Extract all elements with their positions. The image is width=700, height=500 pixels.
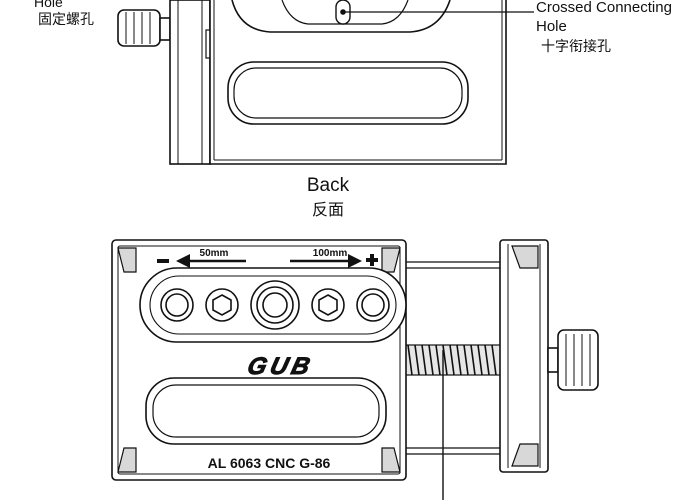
arrow-left-head-icon (176, 254, 190, 268)
minus-sign-mark (157, 259, 169, 263)
front-lower-slot (145, 377, 387, 445)
model-label: AL 6063 CNC G-86 (208, 455, 331, 471)
crossed-hole-label-line1: Crossed Connecting (536, 0, 672, 16)
round-hole-right (356, 288, 390, 322)
back-main-block (209, 0, 507, 165)
hex-hole-right (311, 288, 345, 322)
front-clamp-knob (547, 329, 599, 391)
brand-logo: GUB (245, 353, 317, 380)
crossed-hole-label-zh: 十字衔接孔 (541, 38, 611, 55)
hole-label-zh: 固定螺孔 (38, 12, 94, 28)
plus-sign-v-mark (370, 254, 374, 266)
center-hole (250, 280, 300, 330)
crossed-hole-leader (340, 9, 534, 15)
scale-indicator (157, 254, 378, 268)
crossed-hole-label-line2: Hole (536, 18, 567, 35)
guide-rods (405, 261, 500, 455)
scale-min-label: 50mm (200, 248, 229, 259)
back-view (117, 0, 534, 165)
back-caption-en: Back (307, 175, 350, 196)
scale-max-label: 100mm (313, 248, 348, 259)
hole-row (160, 280, 390, 330)
back-clamp-knob (117, 9, 171, 47)
arrow-right-head-icon (348, 254, 362, 268)
lead-screw (404, 344, 502, 376)
back-caption-zh: 反面 (312, 200, 344, 219)
hex-hole-left (205, 288, 239, 322)
back-side-plate (169, 0, 213, 165)
hole-label-en: Hole (34, 0, 63, 10)
side-jaw (499, 239, 549, 473)
round-hole-left (160, 288, 194, 322)
front-view (111, 239, 599, 500)
